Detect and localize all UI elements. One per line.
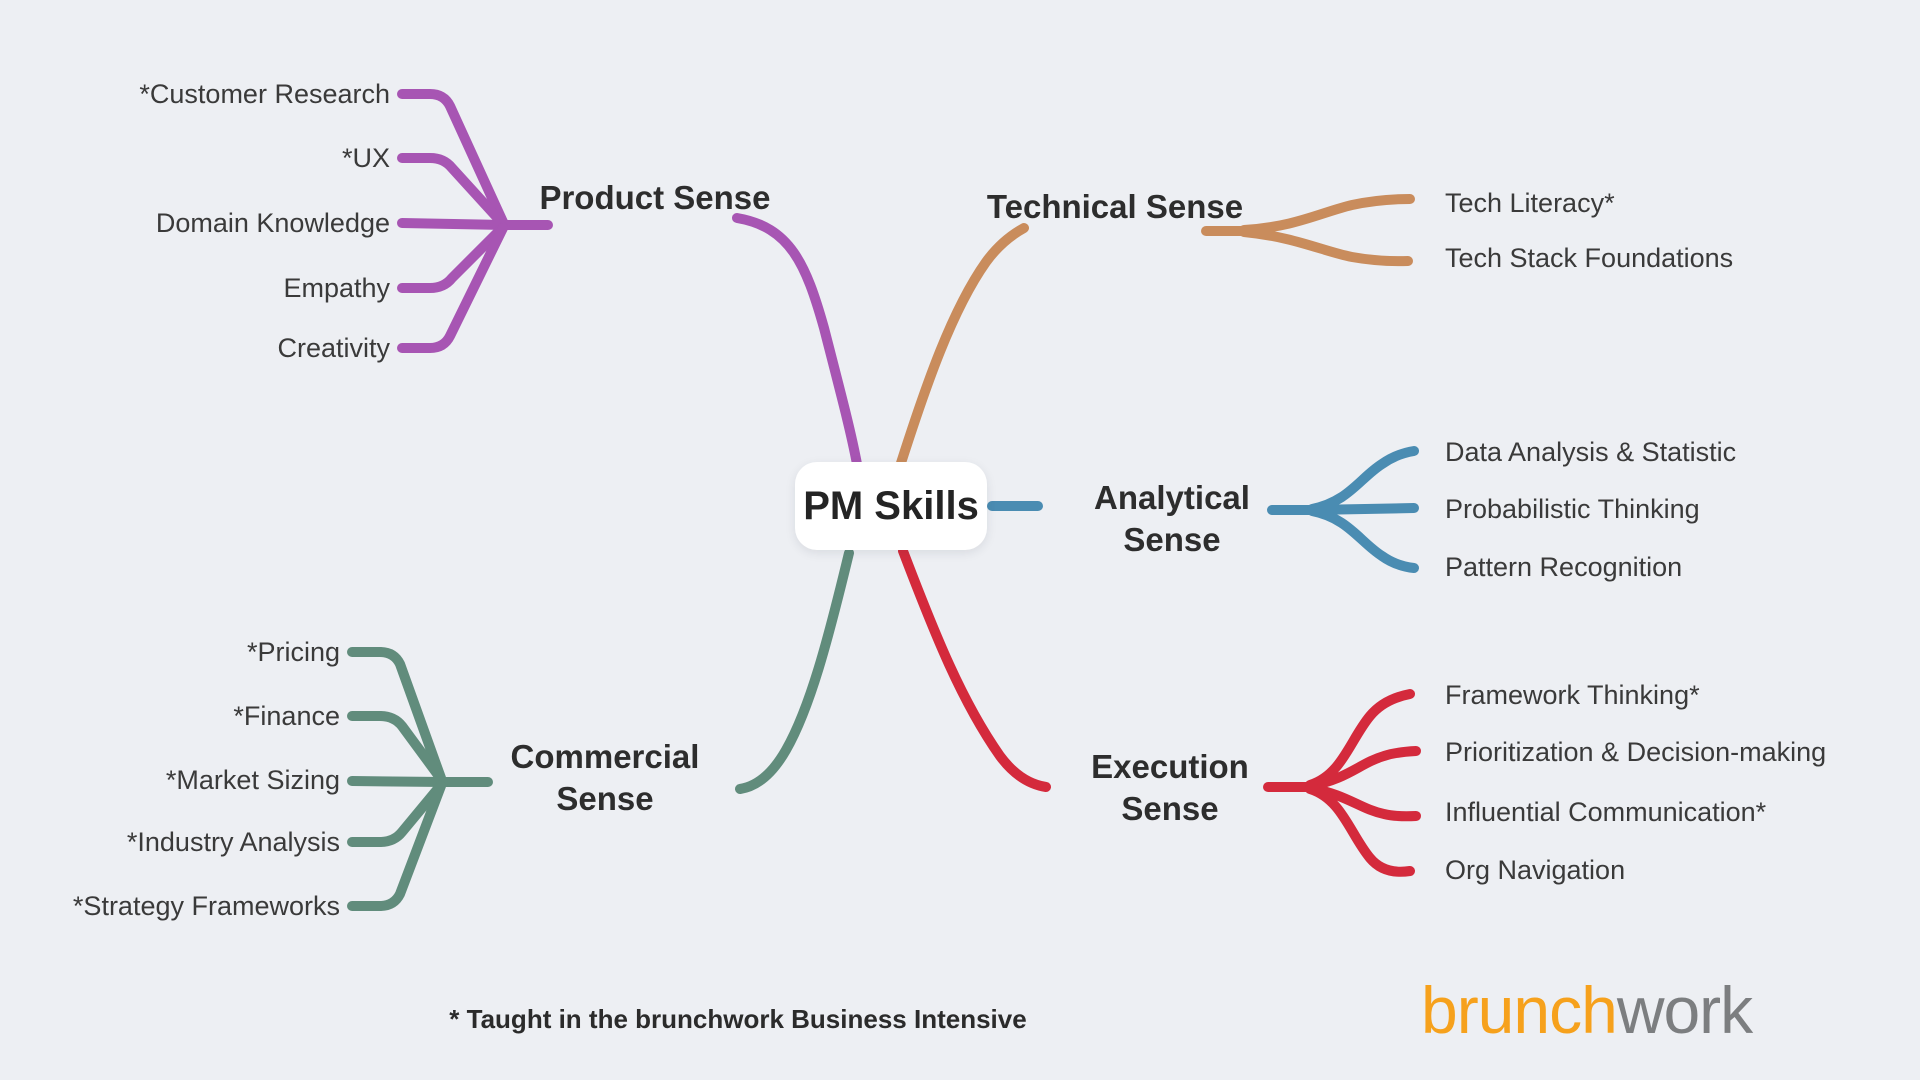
logo-work-text: work xyxy=(1616,973,1753,1047)
leaf-market-sizing: *Market Sizing xyxy=(165,765,340,795)
commercial-twig-strategy-frameworks xyxy=(347,781,446,911)
execution-twig-influential-communication xyxy=(1305,783,1421,822)
leaf-pattern-recognition: Pattern Recognition xyxy=(1445,552,1683,582)
technical-main-curve xyxy=(896,223,1029,468)
leaf-empathy: Empathy xyxy=(283,273,390,303)
branch-title-analytical-sense: Analytical Sense xyxy=(1094,479,1250,558)
commercial-twig-pricing xyxy=(347,647,446,783)
product-twig-ux xyxy=(397,153,508,229)
analytical-twig-data-analysis xyxy=(1307,446,1419,514)
analytical-twig-pattern xyxy=(1307,506,1419,573)
commercial-twig-market-sizing xyxy=(347,776,448,787)
product-twig-creativity xyxy=(397,223,508,353)
commercial-branch-lines xyxy=(347,548,854,911)
branch-title-technical-sense: Technical Sense xyxy=(986,188,1244,225)
leaf-tech-stack-foundations: Tech Stack Foundations xyxy=(1445,243,1734,273)
execution-twig-prioritization xyxy=(1305,746,1421,791)
brunchwork-logo: brunchwork xyxy=(1421,972,1753,1048)
technical-branch-lines xyxy=(896,194,1415,468)
execution-branch-lines xyxy=(898,546,1421,877)
center-node-pm-skills: PM Skills xyxy=(795,462,987,550)
leaf-strategy-frameworks: *Strategy Frameworks xyxy=(72,891,340,921)
leaf-probabilistic-thinking: Probabilistic Thinking xyxy=(1445,494,1700,524)
analytical-twig-probabilistic xyxy=(1307,503,1419,515)
leaf-customer-research: *Customer Research xyxy=(139,79,390,109)
execution-twig-framework-thinking xyxy=(1305,689,1415,790)
branch-title-execution-sense: Execution Sense xyxy=(1091,748,1249,827)
logo-brunch-text: brunch xyxy=(1421,973,1618,1047)
leaf-industry-analysis: *Industry Analysis xyxy=(126,827,340,857)
commercial-twig-finance xyxy=(347,711,446,784)
leaf-domain-knowledge: Domain Knowledge xyxy=(155,208,390,238)
product-twig-customer-research xyxy=(397,89,508,227)
leaf-ux: *UX xyxy=(341,143,390,173)
leaf-tech-literacy: Tech Literacy* xyxy=(1445,188,1615,218)
leaf-influential-communication: Influential Communication* xyxy=(1445,797,1767,827)
branch-title-commercial-sense: Commercial Sense xyxy=(510,738,700,817)
leaf-creativity: Creativity xyxy=(277,333,390,363)
analytical-branch-lines xyxy=(987,446,1419,573)
commercial-main-curve xyxy=(735,548,854,794)
technical-twig-tech-stack xyxy=(1239,227,1413,267)
leaf-prioritization-decision-making: Prioritization & Decision-making xyxy=(1445,737,1827,767)
leaf-finance: *Finance xyxy=(233,701,340,731)
branch-title-product-sense: Product Sense xyxy=(539,179,771,216)
leaf-data-analysis-statistic: Data Analysis & Statistic xyxy=(1445,437,1737,467)
leaf-pricing: *Pricing xyxy=(246,637,340,667)
technical-twig-tech-literacy xyxy=(1239,194,1415,235)
product-twig-empathy xyxy=(397,222,508,293)
leaf-org-navigation: Org Navigation xyxy=(1445,855,1626,885)
product-main-curve xyxy=(732,213,862,469)
execution-main-curve xyxy=(898,546,1051,792)
execution-twig-org-navigation xyxy=(1305,784,1415,877)
footnote-taught-in-intensive: * Taught in the brunchwork Business Inte… xyxy=(449,1004,1027,1034)
product-branch-lines xyxy=(397,89,862,469)
product-twig-domain-knowledge xyxy=(397,218,510,230)
leaf-framework-thinking: Framework Thinking* xyxy=(1445,680,1700,710)
commercial-twig-industry-analysis xyxy=(347,780,446,847)
